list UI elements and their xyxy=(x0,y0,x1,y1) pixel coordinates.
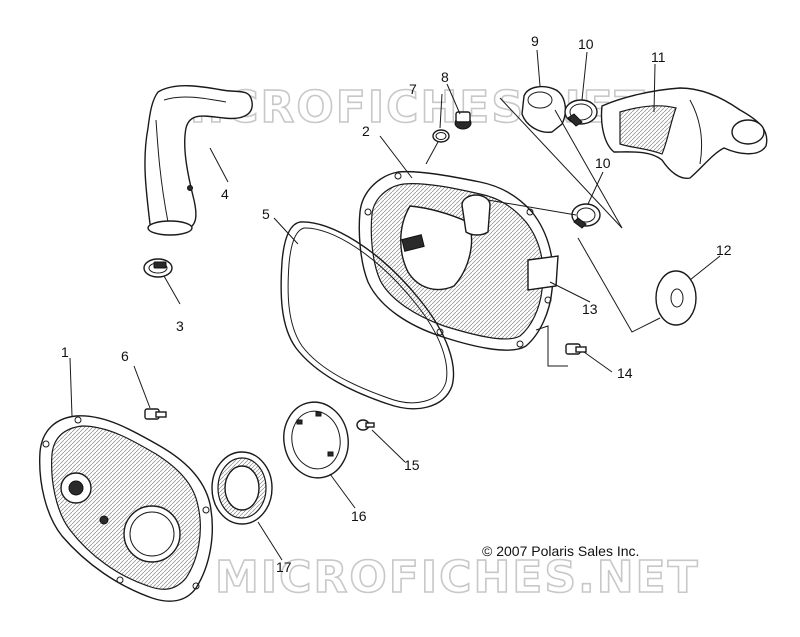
part-7-o-ring xyxy=(432,129,450,143)
callout-17: 17 xyxy=(276,559,292,575)
part-10-clamp-lower xyxy=(571,203,601,229)
part-5-drive-belt xyxy=(280,221,455,410)
callout-8: 8 xyxy=(441,69,449,85)
callout-2: 2 xyxy=(362,123,370,139)
callout-11: 11 xyxy=(651,49,666,65)
copyright-notice: © 2007 Polaris Sales Inc. xyxy=(482,543,639,559)
part-1-outer-cover xyxy=(38,415,213,602)
part-11-outlet-duct xyxy=(600,87,768,179)
part-10-clamp-upper xyxy=(564,99,598,127)
callout-5: 5 xyxy=(262,206,270,222)
part-14-bolt xyxy=(565,343,587,355)
callout-13: 13 xyxy=(582,301,598,317)
part-6-bolt xyxy=(144,408,167,420)
part-15-screw xyxy=(356,419,375,431)
watermark-bottom: MICROFICHES.NET xyxy=(215,552,700,603)
callout-15: 15 xyxy=(404,457,420,473)
part-2-inner-cover xyxy=(358,170,559,351)
part-8-plug xyxy=(454,111,472,130)
callout-7: 7 xyxy=(409,81,417,97)
part-3-hose-clamp xyxy=(143,258,173,278)
part-12-washer xyxy=(655,270,697,326)
callout-4: 4 xyxy=(221,186,229,202)
part-16-retainer-plate xyxy=(283,401,349,479)
callout-14: 14 xyxy=(617,365,633,381)
callout-10-lower: 10 xyxy=(595,155,611,171)
callouts: 1 2 3 4 5 6 7 8 9 10 10 11 12 13 14 15 1… xyxy=(61,33,732,575)
callout-9: 9 xyxy=(531,33,539,49)
callout-16: 16 xyxy=(351,508,367,524)
callout-6: 6 xyxy=(121,348,129,364)
callout-12: 12 xyxy=(716,242,732,258)
leader-lines xyxy=(69,49,721,561)
callout-3: 3 xyxy=(176,318,184,334)
callout-10-upper: 10 xyxy=(578,36,594,52)
part-17-seal xyxy=(211,451,273,525)
part-4-intake-duct xyxy=(144,85,253,236)
callout-1: 1 xyxy=(61,344,69,360)
